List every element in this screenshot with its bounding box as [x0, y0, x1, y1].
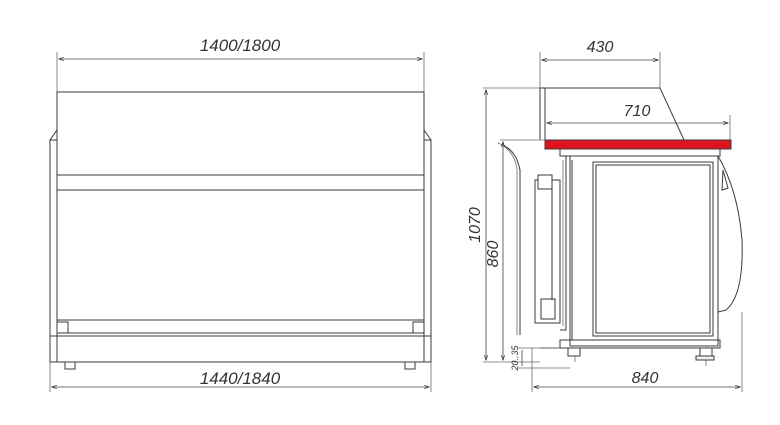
side-worktop	[544, 139, 732, 150]
side-base-rail	[559, 339, 721, 349]
front-top-width-label: 1400/1800	[200, 36, 281, 55]
front-bottom-width-label: 1440/1840	[200, 369, 281, 388]
side-canopy-profile	[540, 87, 685, 141]
side-foot-adjust-label: 20..35	[510, 344, 520, 371]
side-body-height-label: 860	[485, 241, 502, 268]
front-right-post	[423, 139, 432, 363]
side-rear-foot	[699, 347, 713, 357]
side-overall-height-label: 1070	[467, 207, 484, 243]
side-cabinet-door	[595, 164, 711, 334]
side-front-foot	[567, 347, 581, 357]
front-canopy	[56, 91, 425, 363]
front-base-tray	[56, 319, 425, 334]
side-overall-depth-label: 840	[632, 370, 659, 387]
front-left-foot	[64, 361, 76, 370]
side-view: 430 710	[467, 39, 743, 392]
front-left-post	[49, 139, 58, 363]
side-counter-depth-label: 710	[624, 103, 651, 120]
side-top-depth-label: 430	[587, 39, 614, 56]
front-view: 1400/1800 1440/1840	[49, 36, 432, 392]
side-rear-panel	[717, 155, 743, 313]
side-cabinet-body	[569, 155, 719, 347]
front-right-foot	[404, 361, 416, 370]
